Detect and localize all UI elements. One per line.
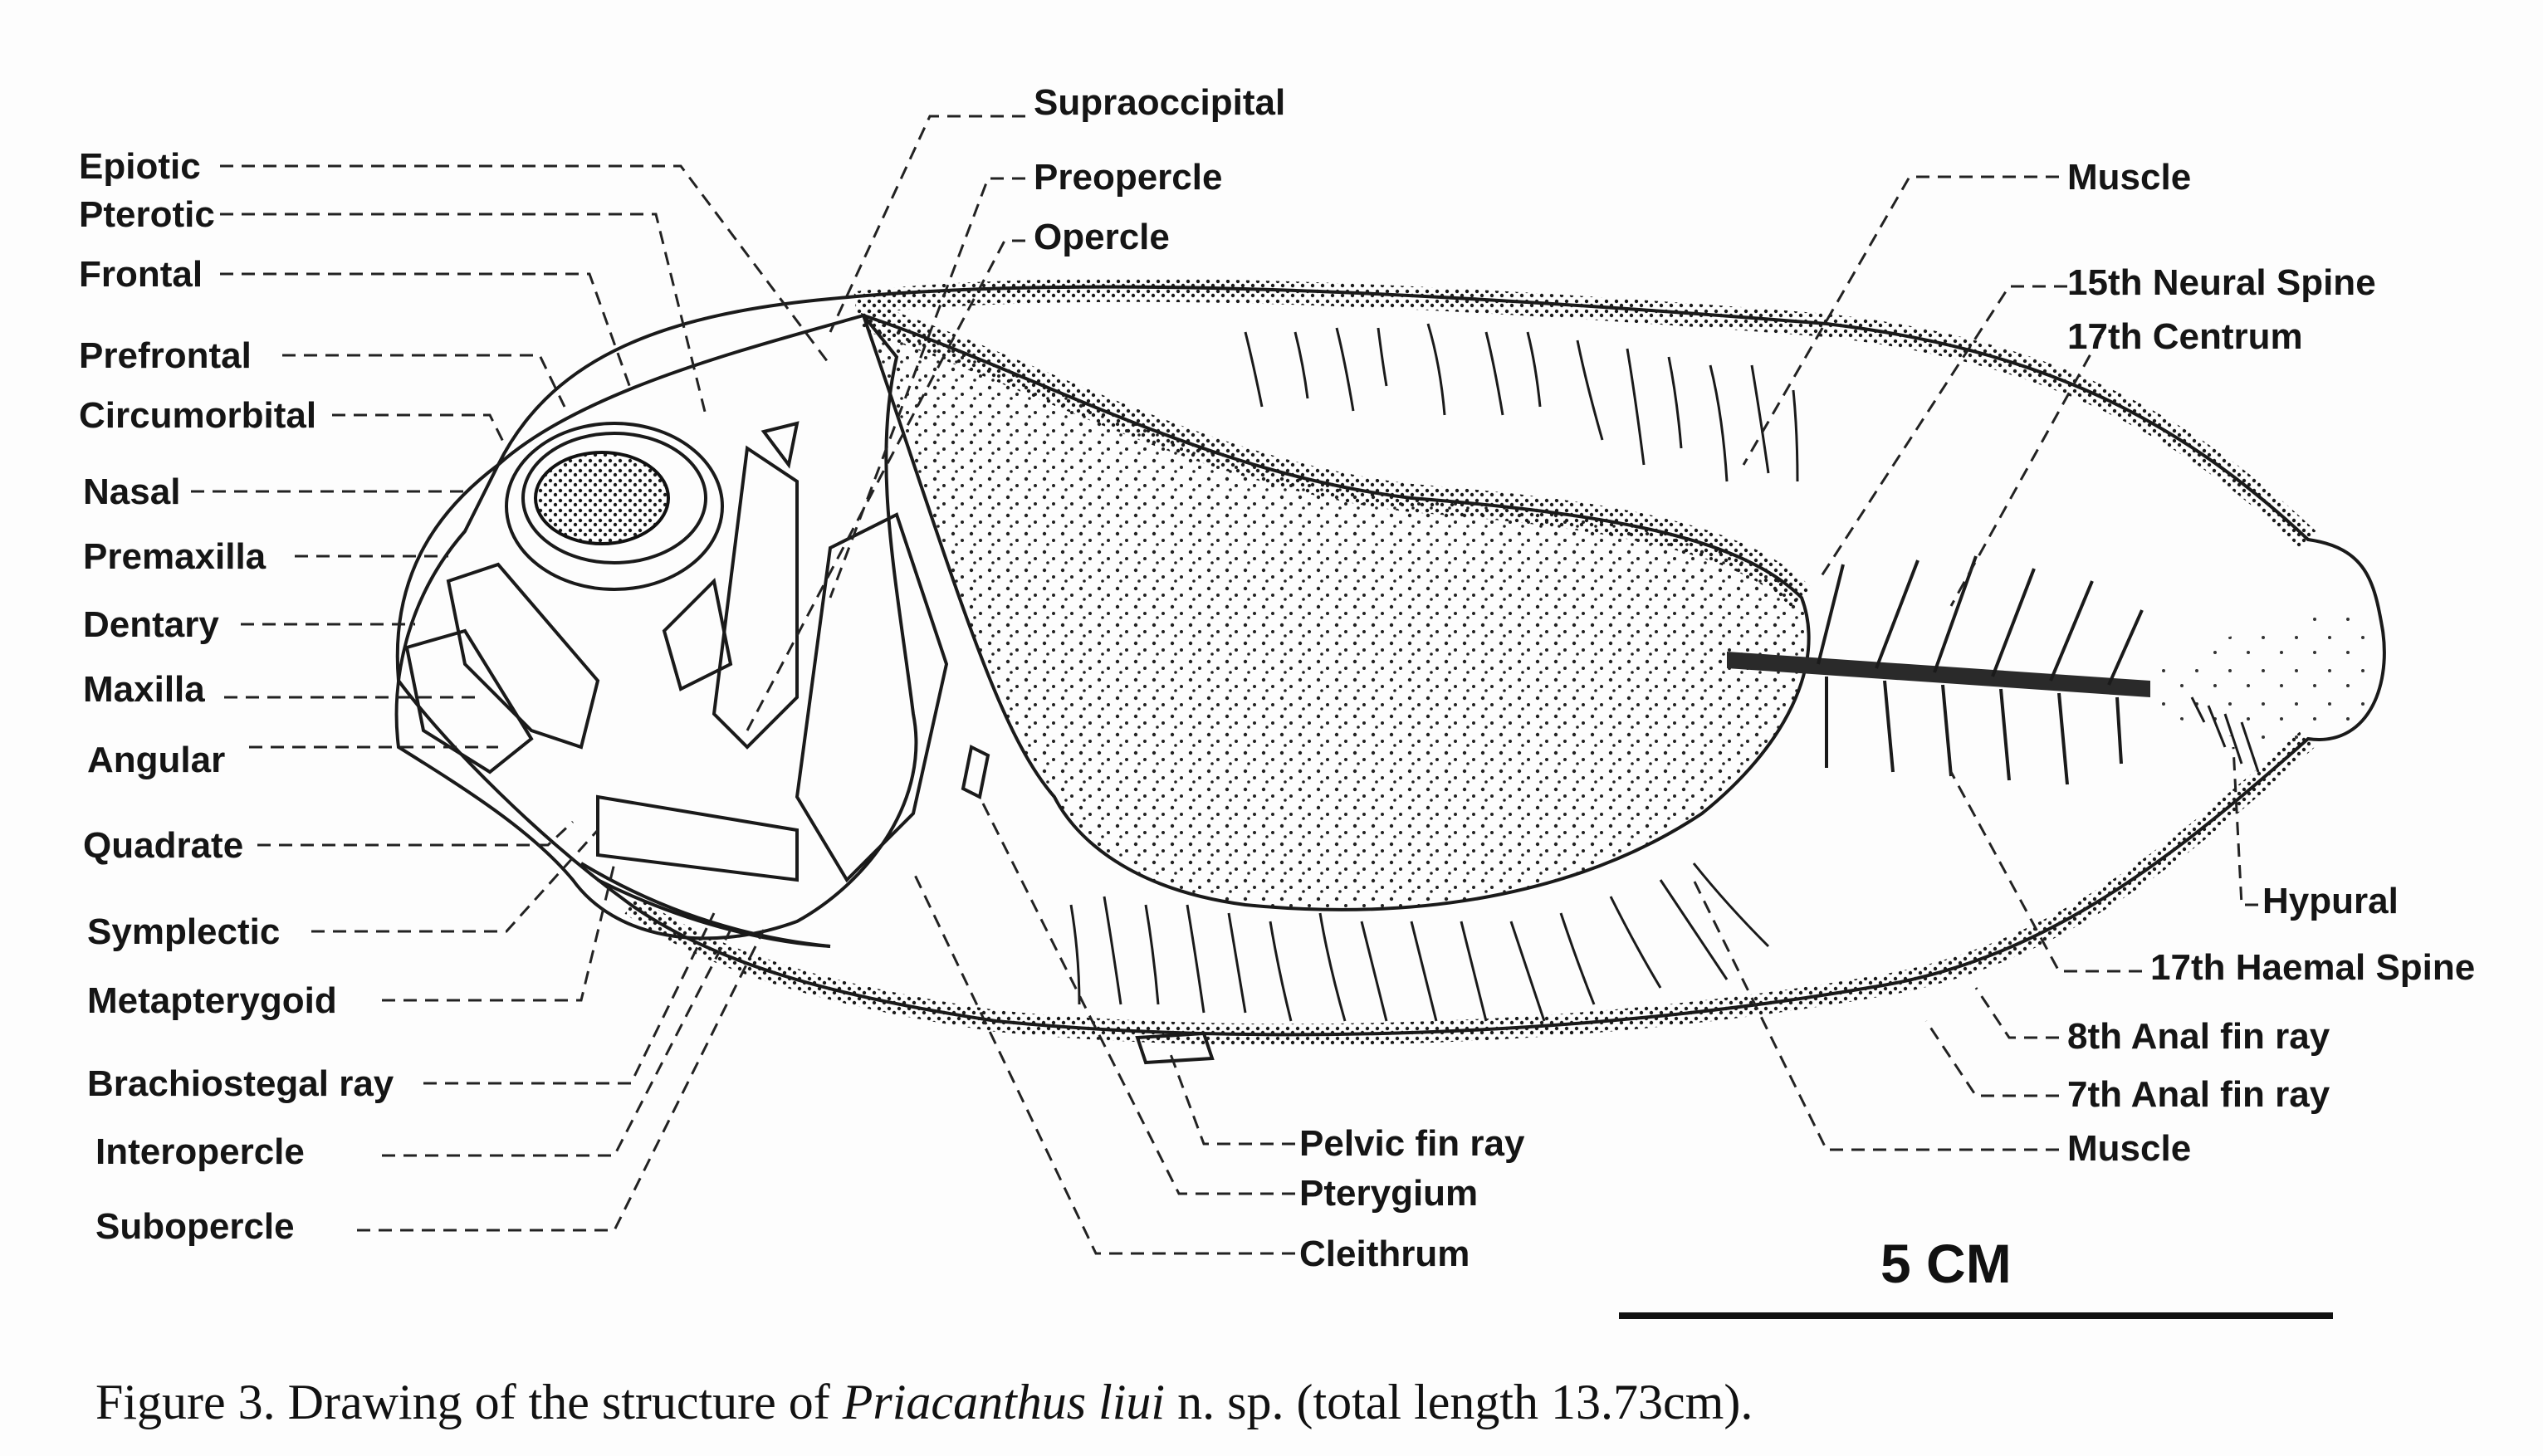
label-subopercle: Subopercle bbox=[95, 1206, 295, 1247]
label-metapterygoid: Metapterygoid bbox=[87, 980, 337, 1021]
label-circumorbital: Circumorbital bbox=[79, 395, 316, 436]
label-dentary: Dentary bbox=[83, 604, 219, 645]
pterygium-shape bbox=[963, 747, 988, 797]
caption-suffix: n. sp. (total length 13.73cm). bbox=[1165, 1375, 1753, 1429]
label-15th-neural-spine: 15th Neural Spine bbox=[2067, 262, 2376, 303]
label-quadrate: Quadrate bbox=[83, 825, 243, 866]
label-prefrontal: Prefrontal bbox=[79, 335, 252, 376]
label-7th-anal-fin-ray: 7th Anal fin ray bbox=[2067, 1074, 2330, 1115]
label-hypural: Hypural bbox=[2262, 881, 2399, 921]
label-cleithrum: Cleithrum bbox=[1299, 1234, 1470, 1274]
label-17th-haemal-spine: 17th Haemal Spine bbox=[2150, 947, 2475, 988]
scale-bar-label: 5 CM bbox=[1880, 1233, 2012, 1294]
figure-caption: Figure 3. Drawing of the structure of Pr… bbox=[95, 1374, 1753, 1431]
label-frontal: Frontal bbox=[79, 254, 203, 295]
label-angular: Angular bbox=[87, 740, 225, 780]
label-preopercle: Preopercle bbox=[1034, 157, 1222, 198]
muscle-mass bbox=[863, 315, 1809, 910]
label-brachiostegal-ray: Brachiostegal ray bbox=[87, 1063, 394, 1104]
label-symplectic: Symplectic bbox=[87, 911, 280, 952]
label-premaxilla: Premaxilla bbox=[83, 536, 267, 577]
dorsal-muscle-striations bbox=[1245, 324, 1797, 481]
label-opercle: Opercle bbox=[1034, 217, 1170, 257]
caption-species: Priacanthus liui bbox=[843, 1375, 1165, 1429]
label-maxilla: Maxilla bbox=[83, 669, 205, 710]
label-pterygium: Pterygium bbox=[1299, 1173, 1478, 1214]
label-muscle-bottom: Muscle bbox=[2067, 1128, 2191, 1169]
label-nasal: Nasal bbox=[83, 471, 180, 512]
label-interopercle: Interopercle bbox=[95, 1131, 305, 1172]
label-supraoccipital: Supraoccipital bbox=[1034, 82, 1285, 123]
head bbox=[397, 315, 946, 946]
labels-center-bottom: Pelvic fin ray Pterygium Cleithrum bbox=[1299, 1123, 1525, 1274]
caption-prefix: Figure 3. Drawing of the structure of bbox=[95, 1375, 843, 1429]
label-pelvic-fin-ray: Pelvic fin ray bbox=[1299, 1123, 1525, 1164]
label-epiotic: Epiotic bbox=[79, 146, 201, 187]
label-muscle-top: Muscle bbox=[2067, 157, 2191, 198]
label-8th-anal-fin-ray: 8th Anal fin ray bbox=[2067, 1016, 2330, 1057]
label-17th-centrum: 17th Centrum bbox=[2067, 316, 2303, 357]
label-pterotic: Pterotic bbox=[79, 194, 215, 235]
labels-center-top: Supraoccipital Preopercle Opercle bbox=[1034, 82, 1285, 257]
